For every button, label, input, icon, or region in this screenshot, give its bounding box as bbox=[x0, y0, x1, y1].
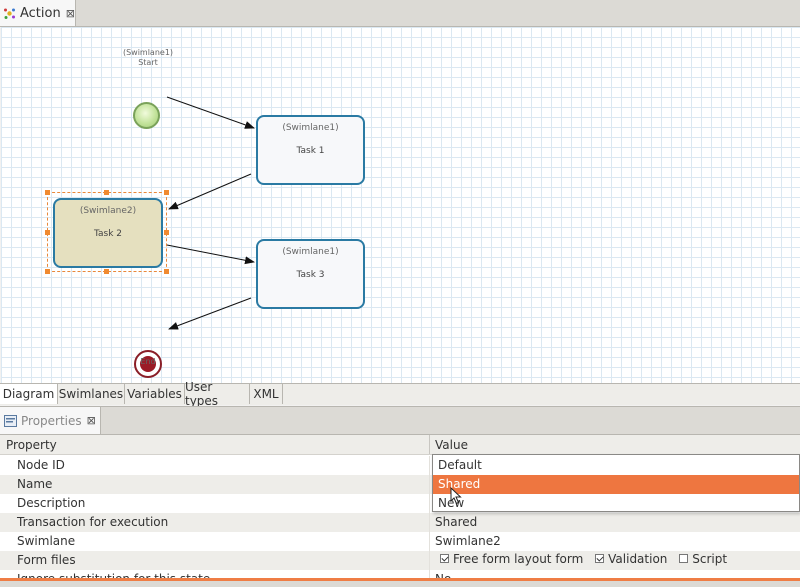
connections-layer bbox=[166, 96, 255, 330]
editor-tab-bar: Action ⊠ bbox=[0, 0, 800, 27]
property-name: Description bbox=[17, 496, 86, 510]
cell-divider bbox=[429, 513, 430, 532]
form-files-options: Free form layout form Validation Script bbox=[440, 551, 735, 566]
diagram-canvas[interactable]: (Swimlane1) Start (Swimlane1) Task 1 (Sw… bbox=[1, 27, 800, 383]
mouse-cursor-icon bbox=[450, 487, 462, 505]
resize-handle-nw[interactable] bbox=[45, 190, 50, 195]
task-name-label: Task 1 bbox=[296, 146, 325, 156]
tab-variables[interactable]: Variables bbox=[125, 384, 185, 404]
resize-handle-s[interactable] bbox=[104, 269, 109, 274]
task-name-label: Task 3 bbox=[296, 270, 325, 280]
task-swimlane-label: (Swimlane1) bbox=[282, 123, 339, 133]
end-node[interactable] bbox=[134, 350, 162, 378]
property-value: No bbox=[435, 572, 452, 582]
task-name-label: Task 2 bbox=[93, 229, 122, 239]
resize-handle-se[interactable] bbox=[164, 269, 169, 274]
resize-handle-n[interactable] bbox=[104, 190, 109, 195]
editor-page-tabs: Diagram Swimlanes Variables User types X… bbox=[0, 380, 800, 408]
editor-tab-label: Action bbox=[20, 5, 61, 21]
start-swimlane-label: (Swimlane1) bbox=[122, 48, 174, 57]
property-name: Swimlane bbox=[17, 534, 76, 548]
tab-diagram[interactable]: Diagram bbox=[0, 384, 58, 404]
end-node-core bbox=[140, 356, 156, 372]
status-progress-line bbox=[0, 578, 800, 581]
transition-task2-task3 bbox=[166, 244, 255, 265]
resize-handle-w[interactable] bbox=[45, 230, 50, 235]
task-swimlane-label: (Swimlane2) bbox=[79, 206, 137, 216]
transition-start-task1 bbox=[166, 96, 255, 129]
validation-label: Validation bbox=[608, 551, 668, 566]
free-form-layout-checkbox[interactable] bbox=[440, 554, 449, 563]
script-label: Script bbox=[692, 551, 728, 566]
properties-tab-bar: Properties ⊠ bbox=[0, 406, 800, 435]
free-form-layout-label: Free form layout form bbox=[453, 551, 584, 566]
start-node[interactable] bbox=[133, 102, 160, 129]
property-value: Shared bbox=[435, 515, 478, 529]
property-name: Node ID bbox=[17, 458, 65, 472]
tab-swimlanes[interactable]: Swimlanes bbox=[58, 384, 125, 404]
transaction-dropdown-list: Default Shared New bbox=[432, 454, 800, 512]
properties-icon bbox=[4, 414, 17, 427]
start-name-label: Start bbox=[138, 58, 158, 67]
cell-divider bbox=[429, 456, 430, 475]
process-icon bbox=[3, 7, 16, 20]
cell-divider bbox=[429, 551, 430, 570]
close-icon[interactable]: ⊠ bbox=[65, 6, 75, 20]
validation-checkbox[interactable] bbox=[595, 554, 605, 563]
end-name-label: End bbox=[140, 357, 156, 366]
editor-tab-action[interactable]: Action ⊠ bbox=[0, 0, 76, 26]
table-row[interactable]: Description bbox=[0, 494, 800, 513]
property-name: Name bbox=[17, 477, 53, 491]
dropdown-option-new[interactable]: New bbox=[438, 496, 465, 510]
status-bar bbox=[0, 578, 800, 587]
column-header-property[interactable]: Property bbox=[6, 438, 57, 452]
table-row[interactable]: Ignore substitution for this state No bbox=[0, 570, 800, 582]
tab-user-types[interactable]: User types bbox=[185, 380, 250, 408]
cell-divider bbox=[429, 494, 430, 513]
task-swimlane-label: (Swimlane1) bbox=[282, 247, 339, 257]
properties-tab[interactable]: Properties ⊠ bbox=[0, 407, 101, 434]
resize-handle-sw[interactable] bbox=[45, 269, 50, 274]
table-row[interactable]: Node ID bbox=[0, 456, 800, 475]
property-value: Swimlane2 bbox=[435, 534, 501, 548]
dropdown-option-default[interactable]: Default bbox=[438, 458, 482, 472]
dropdown-option-shared[interactable]: Shared bbox=[433, 475, 799, 494]
table-row[interactable]: Swimlane Swimlane2 bbox=[0, 532, 800, 551]
cell-divider bbox=[429, 570, 430, 582]
task-2-node[interactable]: (Swimlane2) Task 2 bbox=[53, 198, 163, 268]
close-icon[interactable]: ⊠ bbox=[86, 414, 96, 427]
resize-handle-e[interactable] bbox=[164, 230, 169, 235]
table-row[interactable]: Transaction for execution Shared bbox=[0, 513, 800, 532]
cell-divider bbox=[429, 475, 430, 494]
tab-xml[interactable]: XML bbox=[250, 384, 283, 404]
transition-task1-task2 bbox=[168, 173, 252, 210]
cell-divider bbox=[429, 532, 430, 551]
properties-tab-label: Properties bbox=[21, 413, 82, 428]
property-name: Form files bbox=[17, 553, 76, 567]
column-header-value[interactable]: Value bbox=[435, 438, 468, 452]
column-separator[interactable] bbox=[429, 435, 430, 454]
table-header: Property Value bbox=[0, 435, 800, 455]
task-1-node[interactable]: (Swimlane1) Task 1 bbox=[256, 115, 365, 185]
task-3-node[interactable]: (Swimlane1) Task 3 bbox=[256, 239, 365, 309]
resize-handle-ne[interactable] bbox=[164, 190, 169, 195]
property-name: Ignore substitution for this state bbox=[17, 572, 211, 582]
property-name: Transaction for execution bbox=[17, 515, 169, 529]
script-checkbox[interactable] bbox=[679, 554, 689, 563]
transition-task3-end bbox=[168, 297, 252, 330]
